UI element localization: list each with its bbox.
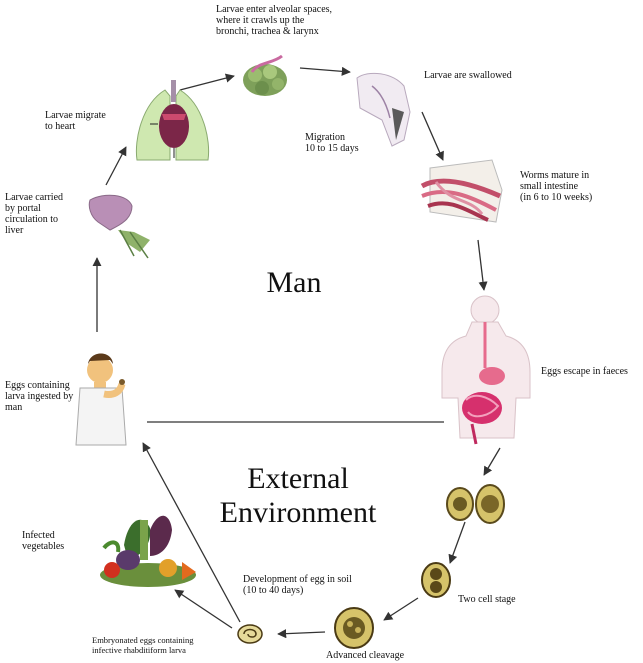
label-ingested: Eggs containing larva ingested by man	[5, 380, 74, 413]
body-digestive-illustration	[441, 295, 531, 445]
arrow-body-to-eggs	[483, 447, 501, 476]
label-embryonated: Embryonated eggs containing infective rh…	[92, 635, 194, 655]
liver-illustration	[88, 194, 150, 259]
alveoli-illustration	[243, 54, 287, 96]
label-development: Development of egg in soil (10 to 40 day…	[243, 574, 352, 596]
label-swallowed: Larvae are swallowed	[424, 70, 512, 81]
label-advanced: Advanced cleavage	[326, 650, 405, 661]
vegetables-illustration	[100, 515, 196, 587]
advanced-cleavage-egg-illustration	[334, 607, 374, 649]
label-mature: Worms mature in small intestine (in 6 to…	[520, 170, 593, 203]
label-migration: Migration 10 to 15 days	[305, 132, 359, 154]
arrow-embryonated-to-vegetables	[174, 589, 233, 629]
label-alveolar: Larvae enter alveolar spaces, where it c…	[216, 4, 333, 37]
label-liver: Larvae carried by portal circulation to …	[5, 192, 64, 236]
label-eggs-escape: Eggs escape in faeces	[541, 366, 628, 377]
label-heart: Larvae migrate to heart	[45, 110, 106, 132]
arrow-cleavage-to-embryonated	[277, 629, 326, 639]
arrow-liver-to-heart	[105, 146, 127, 186]
arrow-two-cell-to-cleavage	[383, 597, 419, 621]
arrow-intestine-to-body	[477, 239, 488, 291]
throat-illustration	[356, 72, 411, 147]
label-two-cell: Two cell stage	[458, 594, 516, 605]
arrow-heart-to-lungs	[179, 73, 235, 91]
arrow-eggs-to-two-cell	[448, 521, 466, 564]
arrow-throat-to-intestine	[421, 111, 444, 161]
zone-man-label: Man	[266, 266, 322, 299]
arrow-embryonated-to-man	[142, 442, 241, 623]
two-cell-egg-illustration	[421, 562, 451, 598]
egg-cluster-illustration	[446, 484, 505, 524]
intestine-worms-illustration	[420, 159, 503, 223]
zone-external-label: External Environment	[219, 462, 377, 529]
lungs-heart-illustration	[135, 80, 210, 161]
man-illustration	[75, 353, 127, 446]
arrow-lungs-to-throat	[299, 66, 351, 76]
label-vegetables: Infected vegetables	[22, 530, 65, 552]
embryonated-egg-illustration	[237, 624, 263, 644]
